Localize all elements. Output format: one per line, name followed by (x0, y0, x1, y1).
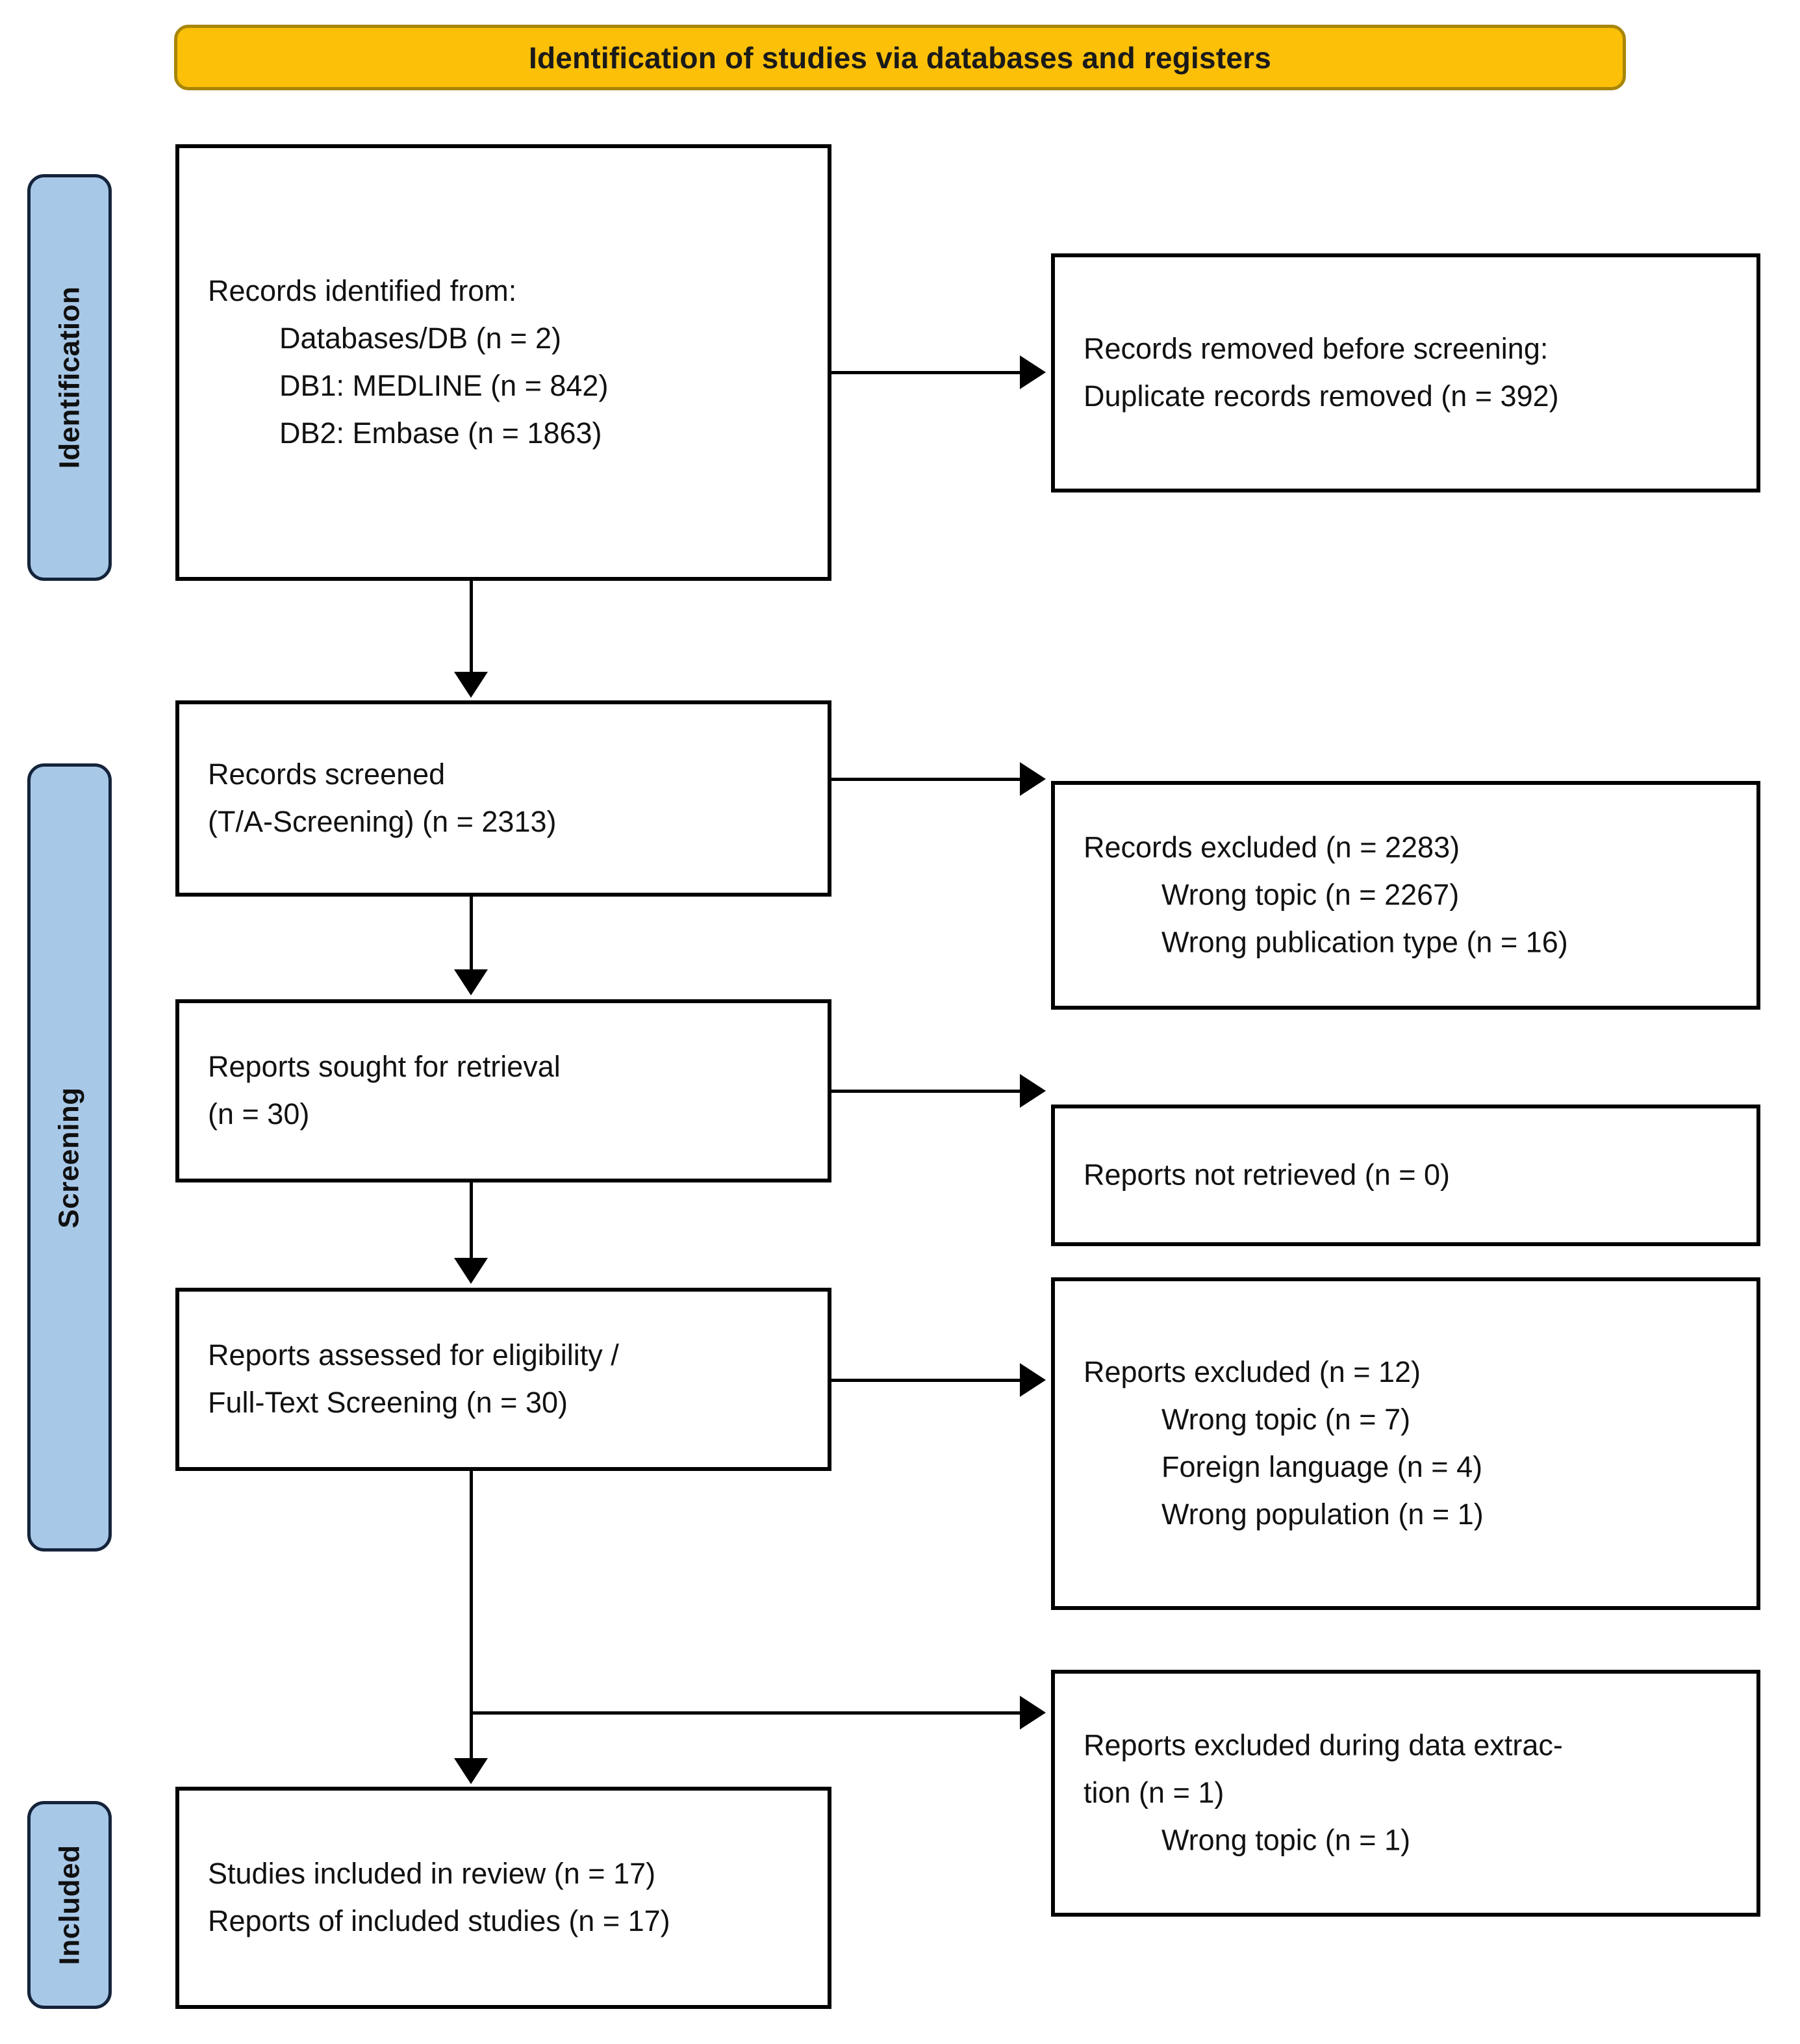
reports-excluded-wrong-population: Wrong population (n = 1) (1161, 1497, 1484, 1531)
box-reports-sought: Reports sought for retrieval (n = 30) (175, 999, 831, 1182)
stage-label-included-text: Included (53, 1845, 85, 1965)
studies-included-reports: Reports of included studies (n = 17) (208, 1904, 670, 1937)
records-identified-heading: Records identified from: (208, 274, 517, 308)
connector-identified-to-removed (831, 371, 1020, 374)
data-extraction-heading-part1: Reports excluded during data extrac- (1084, 1728, 1563, 1762)
stage-label-identification: Identification (27, 174, 112, 581)
records-identified-db1: DB1: MEDLINE (n = 842) (279, 369, 609, 402)
box-reports-not-retrieved: Reports not retrieved (n = 0) (1051, 1105, 1760, 1246)
box-records-identified: Records identified from: Databases/DB (n… (175, 144, 831, 581)
records-excluded-wrong-pubtype: Wrong publication type (n = 16) (1161, 925, 1568, 959)
box-reports-excluded-data-extraction: Reports excluded during data extrac- tio… (1051, 1670, 1760, 1917)
studies-included-review: Studies included in review (n = 17) (208, 1857, 656, 1891)
stage-label-screening: Screening (27, 763, 112, 1552)
data-extraction-wrong-topic: Wrong topic (n = 1) (1161, 1823, 1411, 1857)
connector-screened-to-excluded (831, 778, 1020, 781)
arrowhead-identified-to-screened (454, 672, 488, 698)
arrowhead-identified-to-removed (1020, 355, 1046, 389)
records-identified-db2: DB2: Embase (n = 1863) (279, 416, 602, 450)
connector-sought-to-notretrieved (831, 1090, 1020, 1093)
records-screened-heading: Records screened (208, 758, 446, 791)
phase-banner: Identification of studies via databases … (174, 25, 1626, 90)
box-reports-excluded: Reports excluded (n = 12) Wrong topic (n… (1051, 1277, 1760, 1610)
box-records-removed: Records removed before screening: Duplic… (1051, 253, 1760, 492)
records-excluded-heading: Records excluded (n = 2283) (1084, 830, 1460, 864)
reports-assessed-heading: Reports assessed for eligibility / (208, 1338, 619, 1372)
box-reports-assessed: Reports assessed for eligibility / Full-… (175, 1288, 831, 1471)
records-excluded-wrong-topic: Wrong topic (n = 2267) (1161, 878, 1460, 912)
records-removed-heading: Records removed before screening: (1084, 332, 1549, 366)
connector-screened-to-sought (470, 897, 473, 969)
arrowhead-trunk-to-dataextraction (1020, 1696, 1046, 1730)
records-identified-databases: Databases/DB (n = 2) (279, 322, 561, 355)
reports-sought-count: (n = 30) (208, 1097, 310, 1131)
arrowhead-sought-to-notretrieved (1020, 1074, 1046, 1108)
phase-banner-title: Identification of studies via databases … (528, 40, 1272, 75)
connector-assessed-to-repexcluded (831, 1379, 1020, 1382)
connector-sought-to-assessed (470, 1182, 473, 1258)
stage-label-screening-text: Screening (53, 1086, 85, 1229)
stage-label-identification-text: Identification (53, 286, 85, 469)
box-records-screened: Records screened (T/A-Screening) (n = 23… (175, 700, 831, 897)
connector-assessed-trunk (470, 1471, 473, 1758)
connector-identified-to-screened (470, 581, 473, 672)
reports-not-retrieved-text: Reports not retrieved (n = 0) (1084, 1158, 1451, 1192)
arrowhead-screened-to-excluded (1020, 762, 1046, 796)
stage-label-included: Included (27, 1801, 112, 2009)
records-removed-duplicates: Duplicate records removed (n = 392) (1084, 379, 1559, 413)
reports-sought-heading: Reports sought for retrieval (208, 1050, 561, 1084)
data-extraction-heading-part2: tion (n = 1) (1084, 1776, 1224, 1809)
box-records-excluded: Records excluded (n = 2283) Wrong topic … (1051, 781, 1760, 1010)
reports-excluded-wrong-topic: Wrong topic (n = 7) (1161, 1403, 1411, 1437)
reports-excluded-heading: Reports excluded (n = 12) (1084, 1355, 1421, 1389)
arrowhead-sought-to-assessed (454, 1258, 488, 1284)
reports-excluded-foreign-language: Foreign language (n = 4) (1161, 1450, 1483, 1483)
records-screened-count: (T/A-Screening) (n = 2313) (208, 805, 557, 838)
box-studies-included: Studies included in review (n = 17) Repo… (175, 1787, 831, 2009)
reports-assessed-fulltext: Full-Text Screening (n = 30) (208, 1386, 568, 1419)
connector-trunk-to-dataextraction (470, 1711, 1020, 1715)
arrowhead-assessed-to-repexcluded (1020, 1363, 1046, 1397)
arrowhead-trunk-to-included (454, 1758, 488, 1784)
arrowhead-screened-to-sought (454, 969, 488, 995)
